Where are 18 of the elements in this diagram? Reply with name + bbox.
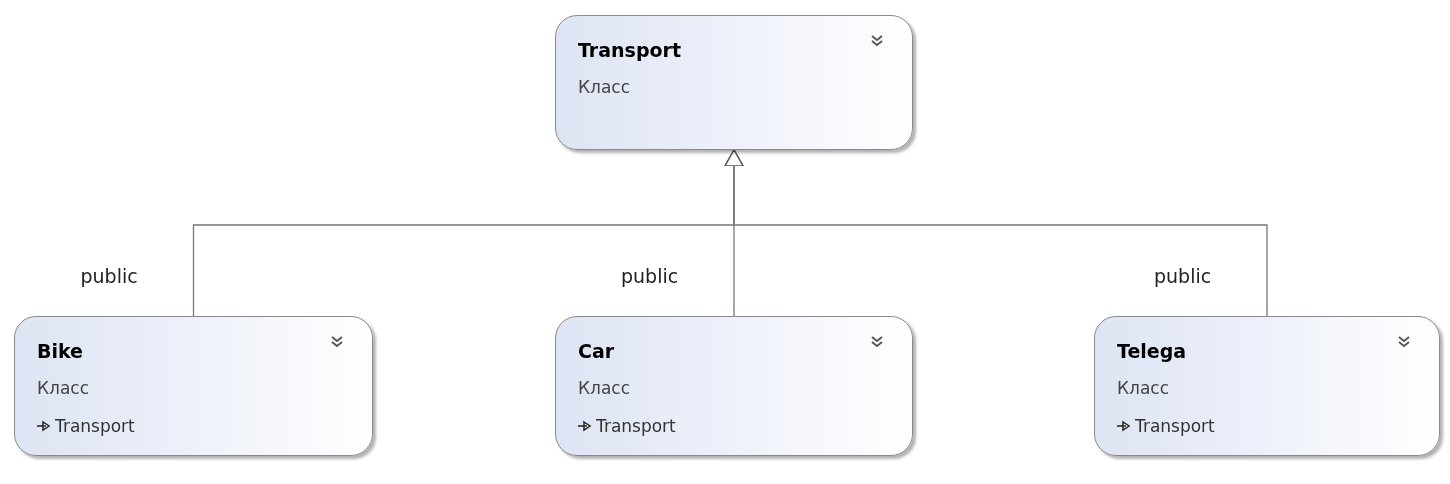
- class-kind: Класс: [37, 377, 90, 399]
- base-class-name: Transport: [55, 415, 135, 437]
- class-box: [555, 316, 913, 456]
- inheritance-connector: [724, 149, 1268, 317]
- class-box: [1094, 316, 1440, 456]
- edge-label: public: [1152, 267, 1214, 286]
- class-box: [555, 15, 913, 150]
- class-name: Car: [578, 339, 615, 363]
- class-box: [14, 316, 373, 456]
- class-name: Telega: [1117, 339, 1187, 363]
- class-name: Bike: [37, 339, 83, 363]
- class-name: Transport: [578, 38, 681, 62]
- base-class-name: Transport: [596, 415, 676, 437]
- base-class-name: Transport: [1135, 415, 1215, 437]
- class-kind: Класс: [1117, 377, 1170, 399]
- class-kind: Класс: [578, 76, 631, 98]
- class-kind: Класс: [578, 377, 631, 399]
- edge-label: public: [619, 267, 681, 286]
